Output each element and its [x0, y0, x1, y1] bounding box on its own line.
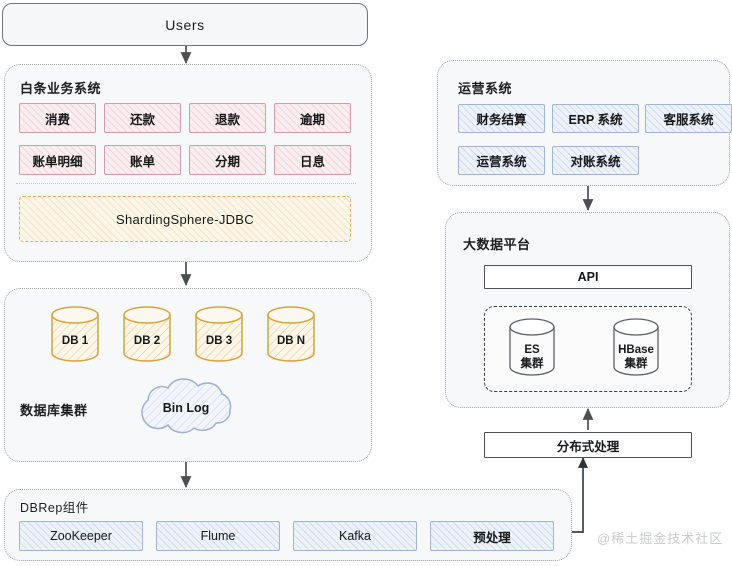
- baitiao-module-0[interactable]: 消费: [19, 103, 96, 133]
- ops-system-item-4[interactable]: 对账系统: [552, 146, 639, 175]
- baitiao-module-2[interactable]: 退款: [189, 103, 266, 133]
- baitiao-module-label: 账单明细: [32, 154, 83, 169]
- dbrep-component-0[interactable]: ZooKeeper: [19, 521, 143, 551]
- baitiao-module-label: 还款: [129, 112, 155, 127]
- baitiao-module-label: 消费: [44, 112, 70, 127]
- api-label: API: [577, 270, 599, 284]
- ops-system-item-label: 客服系统: [663, 113, 714, 127]
- baitiao-module-3[interactable]: 逾期: [274, 103, 351, 133]
- baitiao-module-7[interactable]: 日息: [274, 145, 351, 175]
- users-label: Users: [165, 16, 205, 33]
- ops-system-item-3[interactable]: 运营系统: [458, 146, 545, 175]
- db-cylinder-1: DB 2: [123, 306, 171, 362]
- binlog-label-wrap: Bin Log: [138, 398, 234, 418]
- baitiao-module-1[interactable]: 还款: [104, 103, 181, 133]
- distributed-processing-label: 分布式处理: [556, 439, 620, 454]
- dbrep-component-label: 预处理: [473, 530, 511, 545]
- api-box[interactable]: API: [484, 265, 692, 289]
- baitiao-module-6[interactable]: 分期: [189, 145, 266, 175]
- svg-text:DB N: DB N: [277, 335, 305, 347]
- svg-text:DB 3: DB 3: [206, 335, 232, 347]
- baitiao-module-label: 退款: [214, 112, 240, 127]
- dbrep-component-1[interactable]: Flume: [156, 521, 280, 551]
- dbrep-component-label: ZooKeeper: [50, 529, 112, 543]
- dbrep-component-3[interactable]: 预处理: [430, 521, 554, 551]
- baitiao-module-label: 账单: [129, 154, 155, 169]
- hbase-cluster-cylinder: HBase 集群: [613, 318, 659, 376]
- dbrep-component-label: Flume: [200, 529, 236, 543]
- binlog-label: Bin Log: [162, 401, 210, 415]
- shardingsphere-jdbc-label: ShardingSphere-JDBC: [116, 211, 254, 227]
- db-cylinder-3: DB N: [267, 306, 315, 362]
- bigdata-cylinders-group: ES 集群 HBase 集群: [509, 318, 659, 376]
- svg-text:集群: 集群: [624, 356, 648, 370]
- shardingsphere-jdbc-box[interactable]: ShardingSphere-JDBC: [19, 196, 351, 242]
- ops-system-item-2[interactable]: 客服系统: [645, 104, 732, 133]
- ops-system-item-label: 运营系统: [476, 155, 527, 169]
- baitiao-module-label: 分期: [214, 154, 240, 169]
- svg-text:HBase: HBase: [618, 344, 654, 356]
- ops-system-title: 运营系统: [458, 81, 513, 96]
- ops-system-item-label: 对账系统: [570, 155, 621, 169]
- svg-text:集群: 集群: [520, 356, 544, 370]
- binlog-cloud: [141, 378, 232, 434]
- dbrep-title: DBRep组件: [20, 501, 89, 515]
- ops-system-item-1[interactable]: ERP 系统: [552, 104, 639, 133]
- bigdata-platform-title: 大数据平台: [463, 237, 531, 252]
- distributed-processing-box[interactable]: 分布式处理: [484, 432, 692, 458]
- db-cylinder-2: DB 3: [195, 306, 243, 362]
- ops-system-item-label: 财务结算: [476, 113, 527, 127]
- dbrep-component-label: Kafka: [339, 529, 371, 543]
- baitiao-module-label: 逾期: [299, 112, 325, 127]
- database-cluster-title: 数据库集群: [20, 403, 88, 418]
- svg-text:DB 1: DB 1: [62, 335, 89, 347]
- dbrep-component-2[interactable]: Kafka: [293, 521, 417, 551]
- svg-text:DB 2: DB 2: [134, 335, 160, 347]
- svg-text:ES: ES: [524, 344, 540, 356]
- db-cylinders-group: DB 1 DB 2 DB 3 DB N: [51, 306, 315, 362]
- baitiao-divider: [16, 183, 356, 184]
- ops-system-item-0[interactable]: 财务结算: [458, 104, 545, 133]
- db-cylinder-0: DB 1: [51, 306, 99, 362]
- ops-system-item-label: ERP 系统: [568, 113, 623, 127]
- watermark: @稀土掘金技术社区: [597, 531, 724, 546]
- baitiao-module-4[interactable]: 账单明细: [19, 145, 96, 175]
- baitiao-module-5[interactable]: 账单: [104, 145, 181, 175]
- baitiao-module-label: 日息: [299, 154, 325, 169]
- baitiao-title: 白条业务系统: [20, 81, 102, 96]
- es-cluster-cylinder: ES 集群: [509, 318, 555, 376]
- users-box[interactable]: Users: [2, 3, 368, 46]
